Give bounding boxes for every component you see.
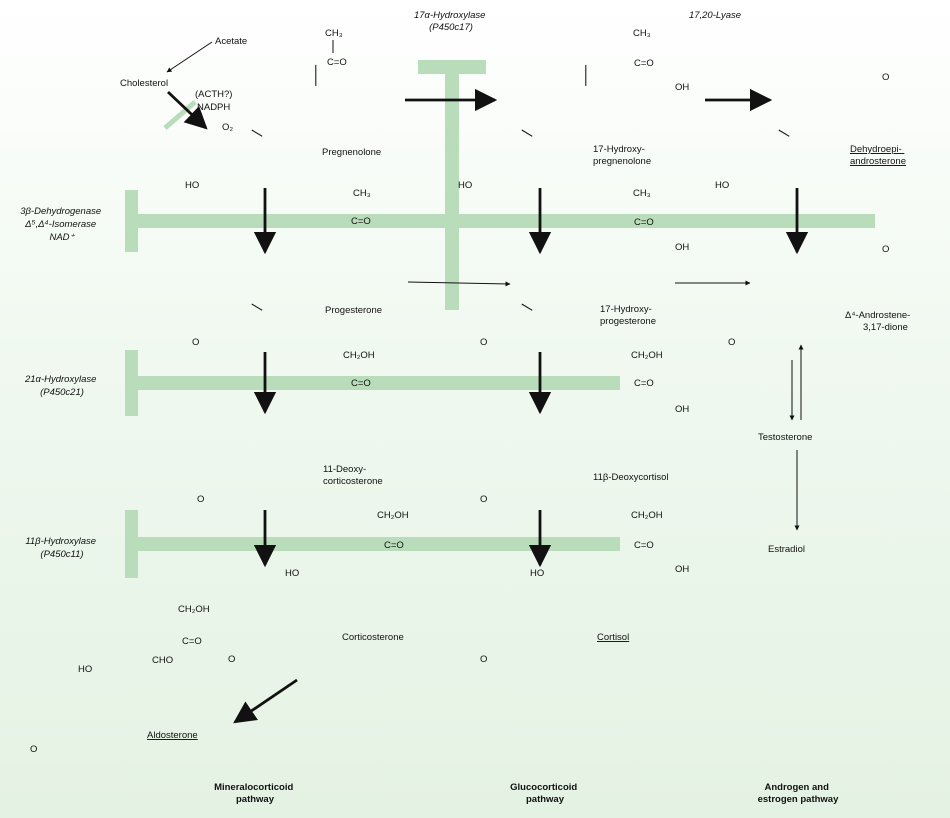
pregnenolone-o2: O₂ (222, 122, 233, 133)
hydroxyprogesterone-structure (484, 261, 533, 311)
hsd3b-horizontal-bar (125, 214, 875, 228)
corticosterone-ketone: C=O (384, 540, 404, 551)
pregnenolone-structure (214, 64, 317, 137)
lyase-label: 17,20-Lyase (689, 10, 741, 21)
progesterone-o: O (192, 337, 199, 348)
hydroxyprogesterone-ketone: C=O (634, 217, 654, 228)
cyp17-label: 17α-Hydroxylase (P450c17) (414, 10, 488, 33)
cortisol-name: Cortisol (597, 632, 629, 643)
glucocorticoid-pathway-label: Glucocorticoid pathway (510, 782, 580, 805)
aldosterone-ch2oh: CH₂OH (178, 604, 210, 615)
progesterone-ch3: CH₃ (353, 188, 371, 199)
enzyme-labels: 17α-Hydroxylase (P450c17) 17,20-Lyase 3β… (20, 10, 741, 560)
nadph-label: NADPH (197, 102, 230, 113)
cortisol-ketone: C=O (634, 540, 654, 551)
deoxycortisol-name: 11β-Deoxycortisol (593, 472, 669, 483)
hydroxypregnenolone-structure (484, 64, 587, 137)
deoxycorticosterone-o: O (197, 494, 204, 505)
hydroxypregnenolone-oh: OH (675, 82, 689, 93)
cortisol-ch2oh: CH₂OH (631, 510, 663, 521)
pregnenolone-ketone: C=O (327, 57, 347, 68)
dhea-ho: HO (715, 180, 729, 191)
corticosterone-name: Corticosterone (342, 632, 404, 643)
cyp17-vertical-bar (445, 60, 459, 310)
hydroxyprogesterone-oh: OH (675, 242, 689, 253)
androstenedione-name: Δ⁴-Androstene- 3,17-dione (845, 310, 913, 333)
pregnenolone-ho: HO (185, 180, 199, 191)
cyp17-top-cap (418, 60, 486, 74)
cortisol-oh: OH (675, 564, 689, 575)
aldosterone-ketone: C=O (182, 636, 202, 647)
deoxycorticosterone-name: 11-Deoxy- corticosterone (323, 464, 383, 487)
dhea-structure (741, 87, 790, 137)
cortisol-o: O (480, 654, 487, 665)
hydroxyprogesterone-o: O (480, 337, 487, 348)
acth-label: (ACTH?) (195, 89, 232, 100)
deoxycortisol-ketone: C=O (634, 378, 654, 389)
pregnenolone-ch3: CH₃ (325, 28, 343, 39)
androstenedione-o: O (728, 337, 735, 348)
testosterone-label: Testosterone (758, 432, 812, 443)
enzyme-bars (125, 60, 875, 578)
cyp21-label: 21α-Hydroxylase (P450c21) (24, 374, 99, 398)
dhea-name: Dehydroepi- androsterone (850, 144, 906, 167)
pregnenolone-name: Pregnenolone (322, 147, 381, 158)
aldosterone-ho: HO (78, 664, 92, 675)
hydroxyprogesterone-name: 17-Hydroxy- progesterone (600, 304, 656, 327)
cyp11b-label: 11β-Hydroxylase (P450c11) (25, 536, 98, 560)
deoxycorticosterone-ch2oh: CH₂OH (343, 350, 375, 361)
aldosterone-cho: CHO (152, 655, 173, 666)
corticosterone-o: O (228, 654, 235, 665)
aldosterone-name: Aldosterone (147, 730, 198, 741)
hsd3b-label: 3β-Dehydrogenase Δ⁵,Δ⁴-Isomerase NAD⁺ (20, 206, 104, 243)
acetate-label: Acetate (215, 36, 247, 47)
hydroxypregnenolone-ho: HO (458, 180, 472, 191)
cholesterol-label: Cholesterol (120, 78, 168, 89)
deoxycortisol-oh: OH (675, 404, 689, 415)
cyp21-cap (125, 350, 138, 416)
cyp11b-cap (125, 510, 138, 578)
progesterone-ketone: C=O (351, 216, 371, 227)
cyp21-horizontal-bar (125, 376, 620, 390)
dhea-o: O (882, 72, 889, 83)
corticosterone-ch2oh: CH₂OH (377, 510, 409, 521)
corticosterone-ho: HO (285, 568, 299, 579)
deoxycorticosterone-ketone: C=O (351, 378, 371, 389)
pathway-labels: Mineralocorticoid pathway Glucocorticoid… (214, 782, 839, 805)
reaction-arrows (233, 88, 809, 724)
cortisol-ho: HO (530, 568, 544, 579)
hydroxypregnenolone-name: 17-Hydroxy- pregnenolone (593, 144, 651, 167)
progesterone-structure (214, 261, 263, 311)
hydroxyprogesterone-ch3: CH₃ (633, 188, 651, 199)
androstenedione-o-top: O (882, 244, 889, 255)
hydroxypregnenolone-ketone: C=O (634, 58, 654, 69)
estradiol-label: Estradiol (768, 544, 805, 555)
hsd3b-cap (125, 190, 138, 252)
progesterone-name: Progesterone (325, 305, 382, 316)
mineralocorticoid-pathway-label: Mineralocorticoid pathway (214, 782, 296, 805)
cholesterol-origin: Acetate Cholesterol (ACTH?) NADPH (120, 36, 247, 130)
deoxycortisol-o: O (480, 494, 487, 505)
cyp11b-horizontal-bar (125, 537, 620, 551)
deoxycortisol-ch2oh: CH₂OH (631, 350, 663, 361)
aldosterone-o: O (30, 744, 37, 755)
hydroxypregnenolone-ch3: CH₃ (633, 28, 651, 39)
androgen-pathway-label: Androgen and estrogen pathway (758, 782, 839, 805)
